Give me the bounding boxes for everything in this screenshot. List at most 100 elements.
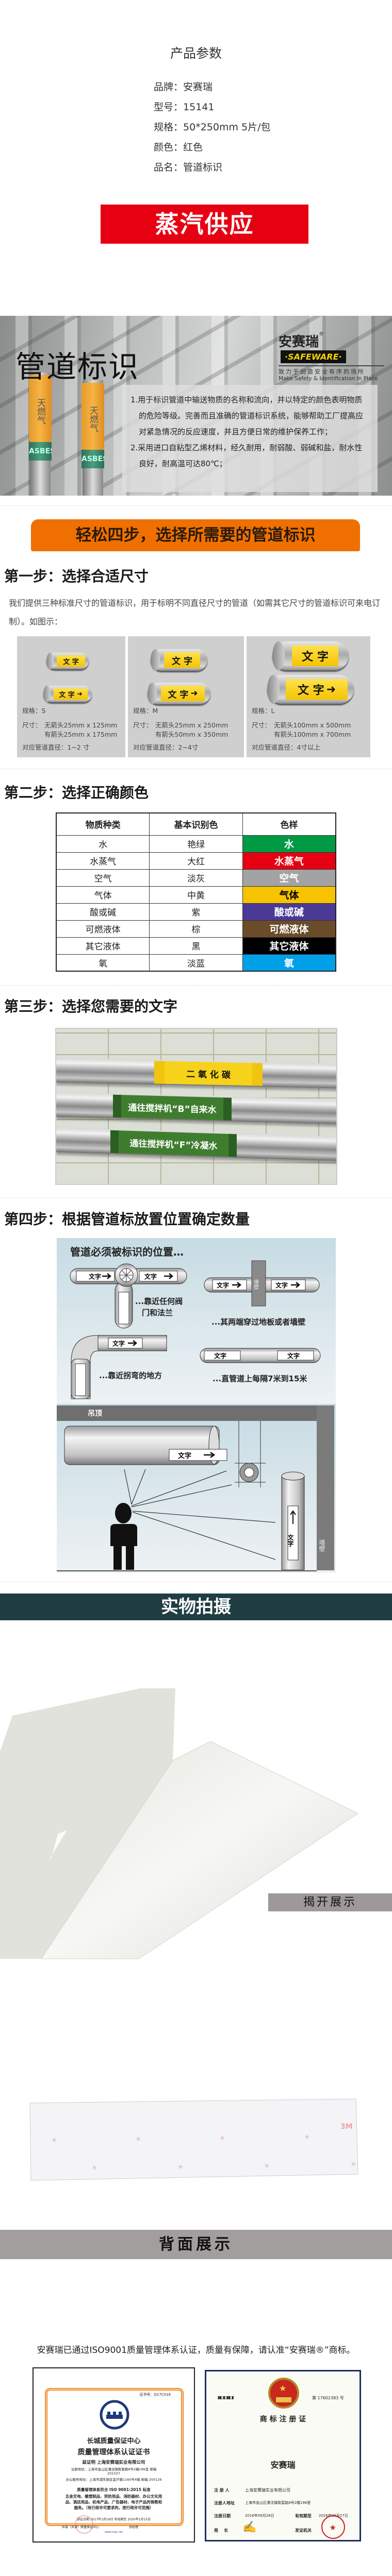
size-panel-m: 文 字 文 字➜ 规格：M 尺寸： 无箭头25mm x 250mm 有箭头50m… xyxy=(128,636,244,757)
substance-type: 酸或碱 xyxy=(56,903,150,921)
svg-text:✳: ✳ xyxy=(304,2133,309,2141)
svg-text:✳: ✳ xyxy=(92,2164,97,2172)
cert-number: 证书号：Q17C018 xyxy=(139,2393,171,2397)
divider xyxy=(0,985,392,986)
svg-text:★: ★ xyxy=(279,2383,286,2393)
color-table: 物质种类 基本识别色 色样 水艳绿水水蒸气大红水蒸气空气淡灰空气气体中黄气体酸或… xyxy=(56,812,336,972)
ceiling xyxy=(57,1405,334,1421)
logo-tagline: 致力于创造安全有序的场所 xyxy=(279,365,384,376)
trademark-title: 商 标 注 册 证 xyxy=(259,2415,306,2424)
pipe-label-yellow: 二 氧 化 碳 xyxy=(154,1061,263,1086)
label-with-arrow: 文 字➜ xyxy=(286,679,348,700)
svg-text:★: ★ xyxy=(329,2523,336,2532)
certification-note: 安赛瑞已通过ISO9001质量管理体系认证，质量有保障，请认准“安赛瑞®”商标。 xyxy=(37,2345,355,2355)
table-row: 可燃液体棕可燃液体 xyxy=(56,920,336,938)
note-through-wall: ...其两端穿过地板或者墙壁 xyxy=(211,1317,305,1327)
product-photo-peeled xyxy=(0,1688,359,1959)
label-text: 文字 xyxy=(275,1281,288,1289)
person-icon xyxy=(110,1503,137,1570)
label-text: 文 字 xyxy=(59,691,75,699)
size-with-arrow: 有箭头50mm x 350mm xyxy=(155,731,228,738)
substance-type: 气体 xyxy=(56,886,150,904)
date-label: 注册日期 xyxy=(214,2514,231,2518)
cert-address: 注册地址：上海市金山区漕泾镇致富路8号2幢196室 邮编 201507 xyxy=(71,2467,157,2476)
step1-text: 我们提供三种标准尺寸的管道标识，用于标明不同直径尺寸的管道（如需其它尺寸的管道标… xyxy=(9,598,381,626)
substance-type: 可燃液体 xyxy=(56,920,150,938)
registration-date: 2016年09月28日 xyxy=(245,2514,274,2518)
sheet-back xyxy=(0,1688,175,1959)
params-title: 产品参数 xyxy=(170,46,222,61)
param-value: 红色 xyxy=(183,142,203,153)
size-label: 尺寸： xyxy=(133,721,153,729)
param-label: 品名： xyxy=(154,162,184,173)
note-valve: ...靠近任何阀 xyxy=(135,1297,183,1306)
label-text: 文字 xyxy=(144,1273,157,1280)
pipe: 通往搅拌机“B”自来水 xyxy=(56,1092,336,1125)
substance-type: 氧 xyxy=(56,954,150,972)
cert-org: 长城质量保证中心 xyxy=(87,2437,141,2445)
param-color: 颜色：红色 xyxy=(154,140,203,154)
color-sample: 可燃液体 xyxy=(242,920,336,938)
straight-pipe: 文字 文字 xyxy=(200,1348,321,1363)
great-wall-logo xyxy=(100,2400,129,2430)
label-text: 文字 xyxy=(287,1352,300,1360)
pipe-diameter: 对应管道直径：4寸以上 xyxy=(252,743,320,751)
size-no-arrow: 无箭头25mm x 125mm xyxy=(44,721,118,729)
peel-label: 揭开展示 xyxy=(268,1893,392,1911)
column-header: 基本识别色 xyxy=(149,812,243,836)
feature-point: 1.用于标识管道中输送物质的名称和流向，并以特定的颜色表明物质的危险等级。完善而… xyxy=(130,395,364,436)
svg-text:✳: ✳ xyxy=(178,2163,183,2171)
wall-label: 墙壁 xyxy=(318,1539,325,1552)
param-value: 50*250mm 5片/包 xyxy=(183,122,271,133)
pipe-label-illustration: 文 字 xyxy=(151,649,207,671)
table-row: 水蒸气大红水蒸气 xyxy=(56,852,336,870)
director-signature: ✍ xyxy=(242,2521,257,2534)
param-brand: 品牌：安赛瑞 xyxy=(154,79,213,93)
table-row: 水艳绿水 xyxy=(56,835,336,853)
arrow-right-icon: ➜ xyxy=(190,688,198,699)
color-sample: 其它液体 xyxy=(242,937,336,955)
pipe: 二 氧 化 碳 xyxy=(56,1058,336,1089)
color-name: 中黄 xyxy=(149,886,243,904)
backing-strip xyxy=(29,2098,358,2181)
cert-company: 兹证明 上海安赛瑞实业有限公司 xyxy=(82,2460,145,2465)
director-label: 局 长 xyxy=(214,2528,228,2533)
pipe: 通往搅拌机“F”冷凝水 xyxy=(56,1127,336,1161)
color-name: 艳绿 xyxy=(149,835,243,853)
divider xyxy=(0,505,392,506)
sight-lines xyxy=(124,1469,276,1560)
label-text: 文字 xyxy=(89,1273,101,1280)
arrow-right-icon: ➜ xyxy=(326,683,336,696)
column-header: 色样 xyxy=(242,812,336,836)
param-value: 15141 xyxy=(183,101,215,113)
registrant-address: 上海市金山区漕泾镇致富路8号2幢196室 xyxy=(245,2501,311,2505)
arrow-right-icon xyxy=(164,1273,173,1279)
param-name: 品名：管道标识 xyxy=(154,160,222,174)
pipe-tag: 天燃气 xyxy=(81,383,104,450)
cert-issuer: 长城（天津）质量保证中心 xyxy=(62,2526,100,2529)
logo-en: ·SAFEWARE· xyxy=(281,350,346,363)
size-label: 尺寸： xyxy=(252,721,271,729)
svg-text:✳: ✳ xyxy=(52,2137,57,2144)
feature-box: 1.用于标识管道中输送物质的名称和流向，并以特定的颜色表明物质的危险等级。完善而… xyxy=(122,385,378,492)
param-model: 型号：15141 xyxy=(154,99,214,113)
cert-seal xyxy=(75,2515,93,2534)
size-spec: 规格：M xyxy=(133,707,158,715)
note-straight: ...直管道上每隔7米到15米 xyxy=(213,1374,307,1383)
table-row: 酸或碱紫酸或碱 xyxy=(56,903,336,921)
size-spec: 规格：S xyxy=(22,707,46,715)
svg-text:✳: ✳ xyxy=(264,2162,269,2170)
size-with-arrow: 有箭头100mm x 700mm xyxy=(274,731,351,738)
step1-heading: 第一步：选择合适尺寸 xyxy=(4,568,149,585)
color-sample: 氧 xyxy=(242,954,336,972)
param-spec: 规格：50*250mm 5片/包 xyxy=(154,120,271,133)
svg-text:✳: ✳ xyxy=(136,2136,141,2143)
pipe-tag: 天燃气 xyxy=(29,375,52,442)
wall xyxy=(317,1405,334,1570)
cert-title: 质量管理体系认证证书 xyxy=(77,2448,150,2456)
registered-mark: ® xyxy=(319,331,324,337)
param-value: 管道标识 xyxy=(183,162,223,173)
cert-website: www.ccgc.net xyxy=(105,2531,123,2534)
substance-type: 水蒸气 xyxy=(56,852,150,870)
table-row: 其它液体黑其它液体 xyxy=(56,937,336,955)
